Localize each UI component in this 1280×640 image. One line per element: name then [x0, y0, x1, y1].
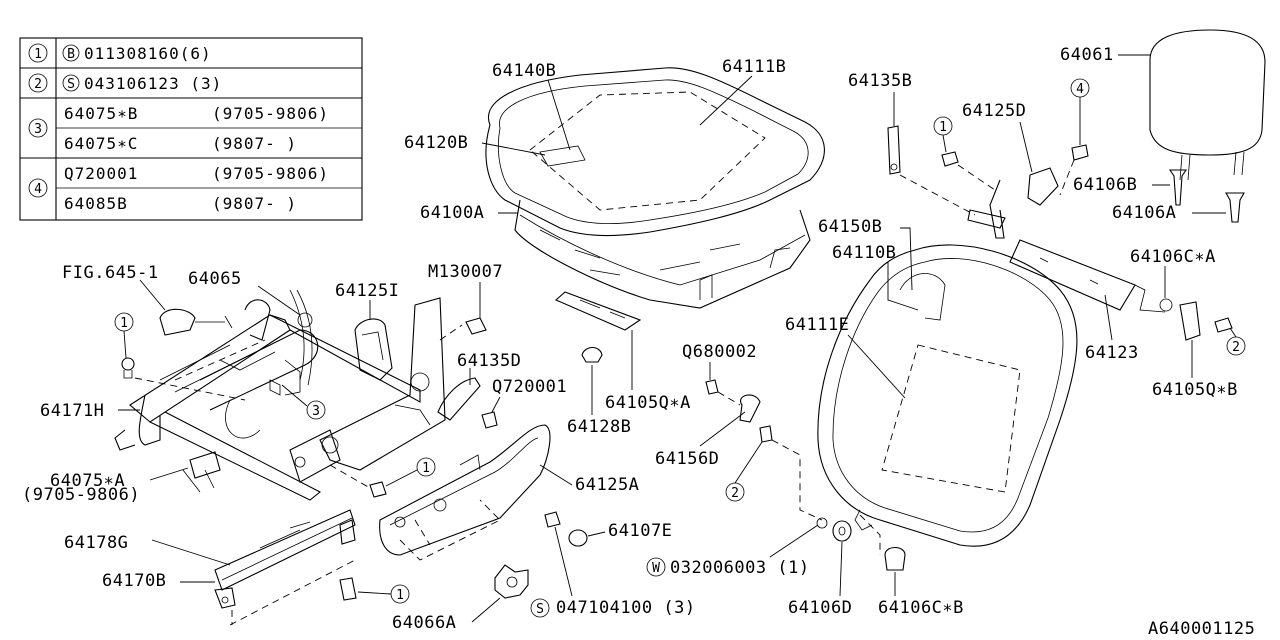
label-64061: 64061 — [1060, 45, 1114, 65]
bolt-m130007 — [465, 317, 487, 335]
seat-frame — [114, 289, 421, 501]
legend-row3-range-b: (9807- ) — [212, 134, 297, 153]
callout-1-rail: 1 — [396, 588, 404, 603]
seat-cushion — [485, 67, 825, 331]
label-64106D: 64106D — [788, 598, 852, 618]
legend-row4-part-a: Q720001 — [64, 164, 138, 183]
legend-num-1: 1 — [34, 47, 42, 62]
label-64171H: 64171H — [40, 401, 104, 421]
label-032006003: 032006003 (1) — [670, 558, 810, 578]
callout-w: W — [652, 561, 660, 576]
label-64075A: 64075∗A — [50, 471, 125, 491]
label-64128B: 64128B — [567, 417, 631, 437]
headrest-guides — [1168, 169, 1245, 223]
label-64135D: 64135D — [457, 351, 521, 371]
legend-marker-s: S — [67, 77, 75, 92]
seat-back — [817, 244, 1078, 547]
trim-screw — [544, 511, 588, 547]
label-64123: 64123 — [1085, 343, 1139, 363]
recliner — [289, 297, 446, 498]
headrest — [1149, 29, 1266, 181]
legend-row3-range-a: (9705-9806) — [212, 104, 329, 123]
callout-4-back: 4 — [1076, 82, 1084, 97]
callout-2-back: 2 — [1232, 340, 1240, 355]
label-64106A: 64106A — [1112, 203, 1176, 223]
label-64110B: 64110B — [832, 243, 896, 263]
label-Q720001: Q720001 — [492, 377, 567, 397]
legend-row1-text: 011308160(6) — [84, 44, 212, 63]
callout-2-middle: 2 — [731, 486, 739, 501]
label-9705-9806: (9705-9806) — [22, 485, 140, 505]
label-Q680002: Q680002 — [682, 342, 757, 362]
knob — [494, 564, 529, 599]
label-M130007: M130007 — [428, 262, 503, 282]
callout-3-left: 3 — [312, 404, 320, 419]
legend-row4-range-b: (9807- ) — [212, 194, 297, 213]
legend-num-4: 4 — [34, 182, 42, 197]
label-64125A: 64125A — [575, 475, 639, 495]
label-64107E: 64107E — [608, 521, 672, 541]
label-64111E: 64111E — [785, 315, 849, 335]
legend-num-2: 2 — [34, 77, 42, 92]
label-64150B: 64150B — [818, 217, 882, 237]
label-64066A: 64066A — [392, 613, 456, 633]
label-64125I: 64125I — [335, 281, 399, 301]
label-047104100: 047104100 (3) — [556, 598, 696, 618]
label-64170B: 64170B — [102, 571, 166, 591]
rail-bolt — [339, 577, 357, 601]
legend-row3-part-b: 64075∗C — [64, 134, 138, 153]
label-FIG645-1: FIG.645-1 — [62, 263, 159, 283]
legend-num-3: 3 — [34, 122, 42, 137]
recline-lever — [437, 377, 498, 429]
label-64106CB: 64106C∗B — [878, 598, 964, 618]
back-lower-fasteners — [705, 379, 906, 571]
label-64125D: 64125D — [962, 101, 1026, 121]
label-64156D: 64156D — [655, 449, 719, 469]
legend-row4-part-b: 64085B — [64, 194, 128, 213]
back-bracket — [887, 125, 1233, 341]
label-64135B: 64135B — [848, 71, 912, 91]
legend-row2-text: 043106123 (3) — [84, 74, 222, 93]
label-64106B: 64106B — [1073, 175, 1137, 195]
label-64105QB: 64105Q∗B — [1152, 380, 1238, 400]
legend-table: 1 B 011308160(6) 2 S 043106123 (3) 3 640… — [19, 37, 363, 221]
outer-side-cover — [379, 424, 551, 556]
label-64120B: 64120B — [404, 133, 468, 153]
label-64065: 64065 — [188, 269, 242, 289]
clip-64128B — [581, 346, 603, 363]
label-64140B: 64140B — [492, 61, 556, 81]
callout-s: S — [536, 602, 544, 617]
callout-1-back: 1 — [939, 120, 947, 135]
label-64111B: 64111B — [722, 57, 786, 77]
legend-row4-range-a: (9705-9806) — [212, 164, 329, 183]
label-64178G: 64178G — [64, 533, 128, 553]
label-64106CA: 64106C∗A — [1130, 247, 1216, 267]
callout-1-left: 1 — [120, 316, 128, 331]
label-64105QA: 64105Q∗A — [605, 393, 691, 413]
legend-row3-part-a: 64075∗B — [64, 104, 138, 123]
callout-1-middle: 1 — [422, 461, 430, 476]
inner-side-cover — [354, 318, 393, 381]
seat-rail — [214, 509, 356, 609]
footer-code: A640001125 — [1148, 619, 1255, 639]
label-64100A: 64100A — [420, 203, 484, 223]
legend-marker-b: B — [67, 47, 75, 62]
